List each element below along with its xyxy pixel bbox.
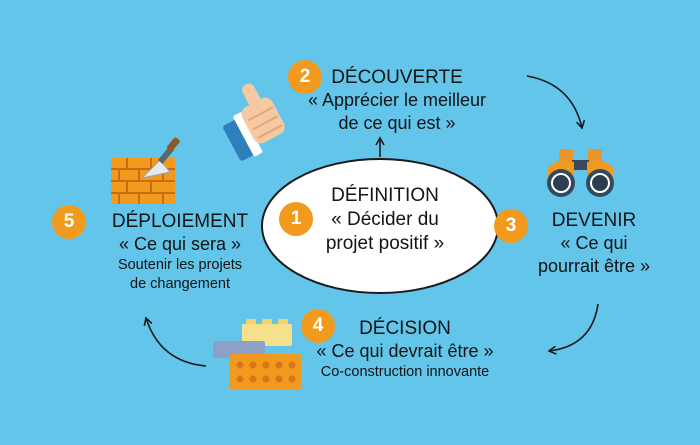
becoming-text: DEVENIR « Ce qui pourrait être » (514, 209, 674, 278)
becoming-title: DEVENIR (551, 210, 637, 231)
definition-quote-line2: projet positif » (325, 233, 445, 254)
decision-title: DÉCISION (359, 318, 451, 339)
step-3-badge: 3 (494, 209, 528, 243)
step-1-badge: 1 (279, 202, 313, 236)
deployment-title: DÉPLOIEMENT (111, 211, 249, 232)
definition-quote-line1: « Décider du (331, 209, 439, 230)
arrow-decision-to-deployment (143, 316, 207, 367)
discovery-quote-line1: « Apprécier le meilleur (307, 90, 487, 110)
arrow-becoming-to-decision (547, 303, 599, 355)
definition-title: DÉFINITION (331, 185, 439, 206)
decision-text: DÉCISION « Ce qui devrait être » Co-cons… (300, 317, 510, 382)
deployment-subtitle-line1: Soutenir les projets (117, 257, 243, 273)
decision-subtitle: Co-construction innovante (320, 364, 490, 380)
discovery-quote-line2: de ce qui est » (338, 113, 456, 133)
arrow-discovery-to-becoming (526, 75, 586, 130)
becoming-quote-line2: pourrait être » (537, 256, 651, 276)
deployment-text: DÉPLOIEMENT « Ce qui sera » Soutenir les… (90, 210, 270, 294)
decision-quote: « Ce qui devrait être » (316, 341, 494, 361)
becoming-quote-line1: « Ce qui (560, 233, 628, 253)
step-5-badge: 5 (52, 205, 86, 239)
building-blocks-icon (213, 319, 301, 390)
discovery-text: DÉCOUVERTE « Apprécier le meilleur de ce… (290, 66, 504, 135)
thumbs-up-icon (223, 83, 285, 161)
binoculars-icon (547, 149, 614, 197)
step-2-badge: 2 (288, 60, 322, 94)
definition-text: DÉFINITION « Décider du projet positif » (300, 184, 470, 256)
discovery-title: DÉCOUVERTE (331, 67, 463, 88)
brick-wall-trowel-icon (111, 137, 180, 204)
deployment-quote: « Ce qui sera » (118, 234, 242, 254)
deployment-subtitle-line2: de changement (130, 276, 230, 292)
step-4-badge: 4 (301, 309, 335, 343)
